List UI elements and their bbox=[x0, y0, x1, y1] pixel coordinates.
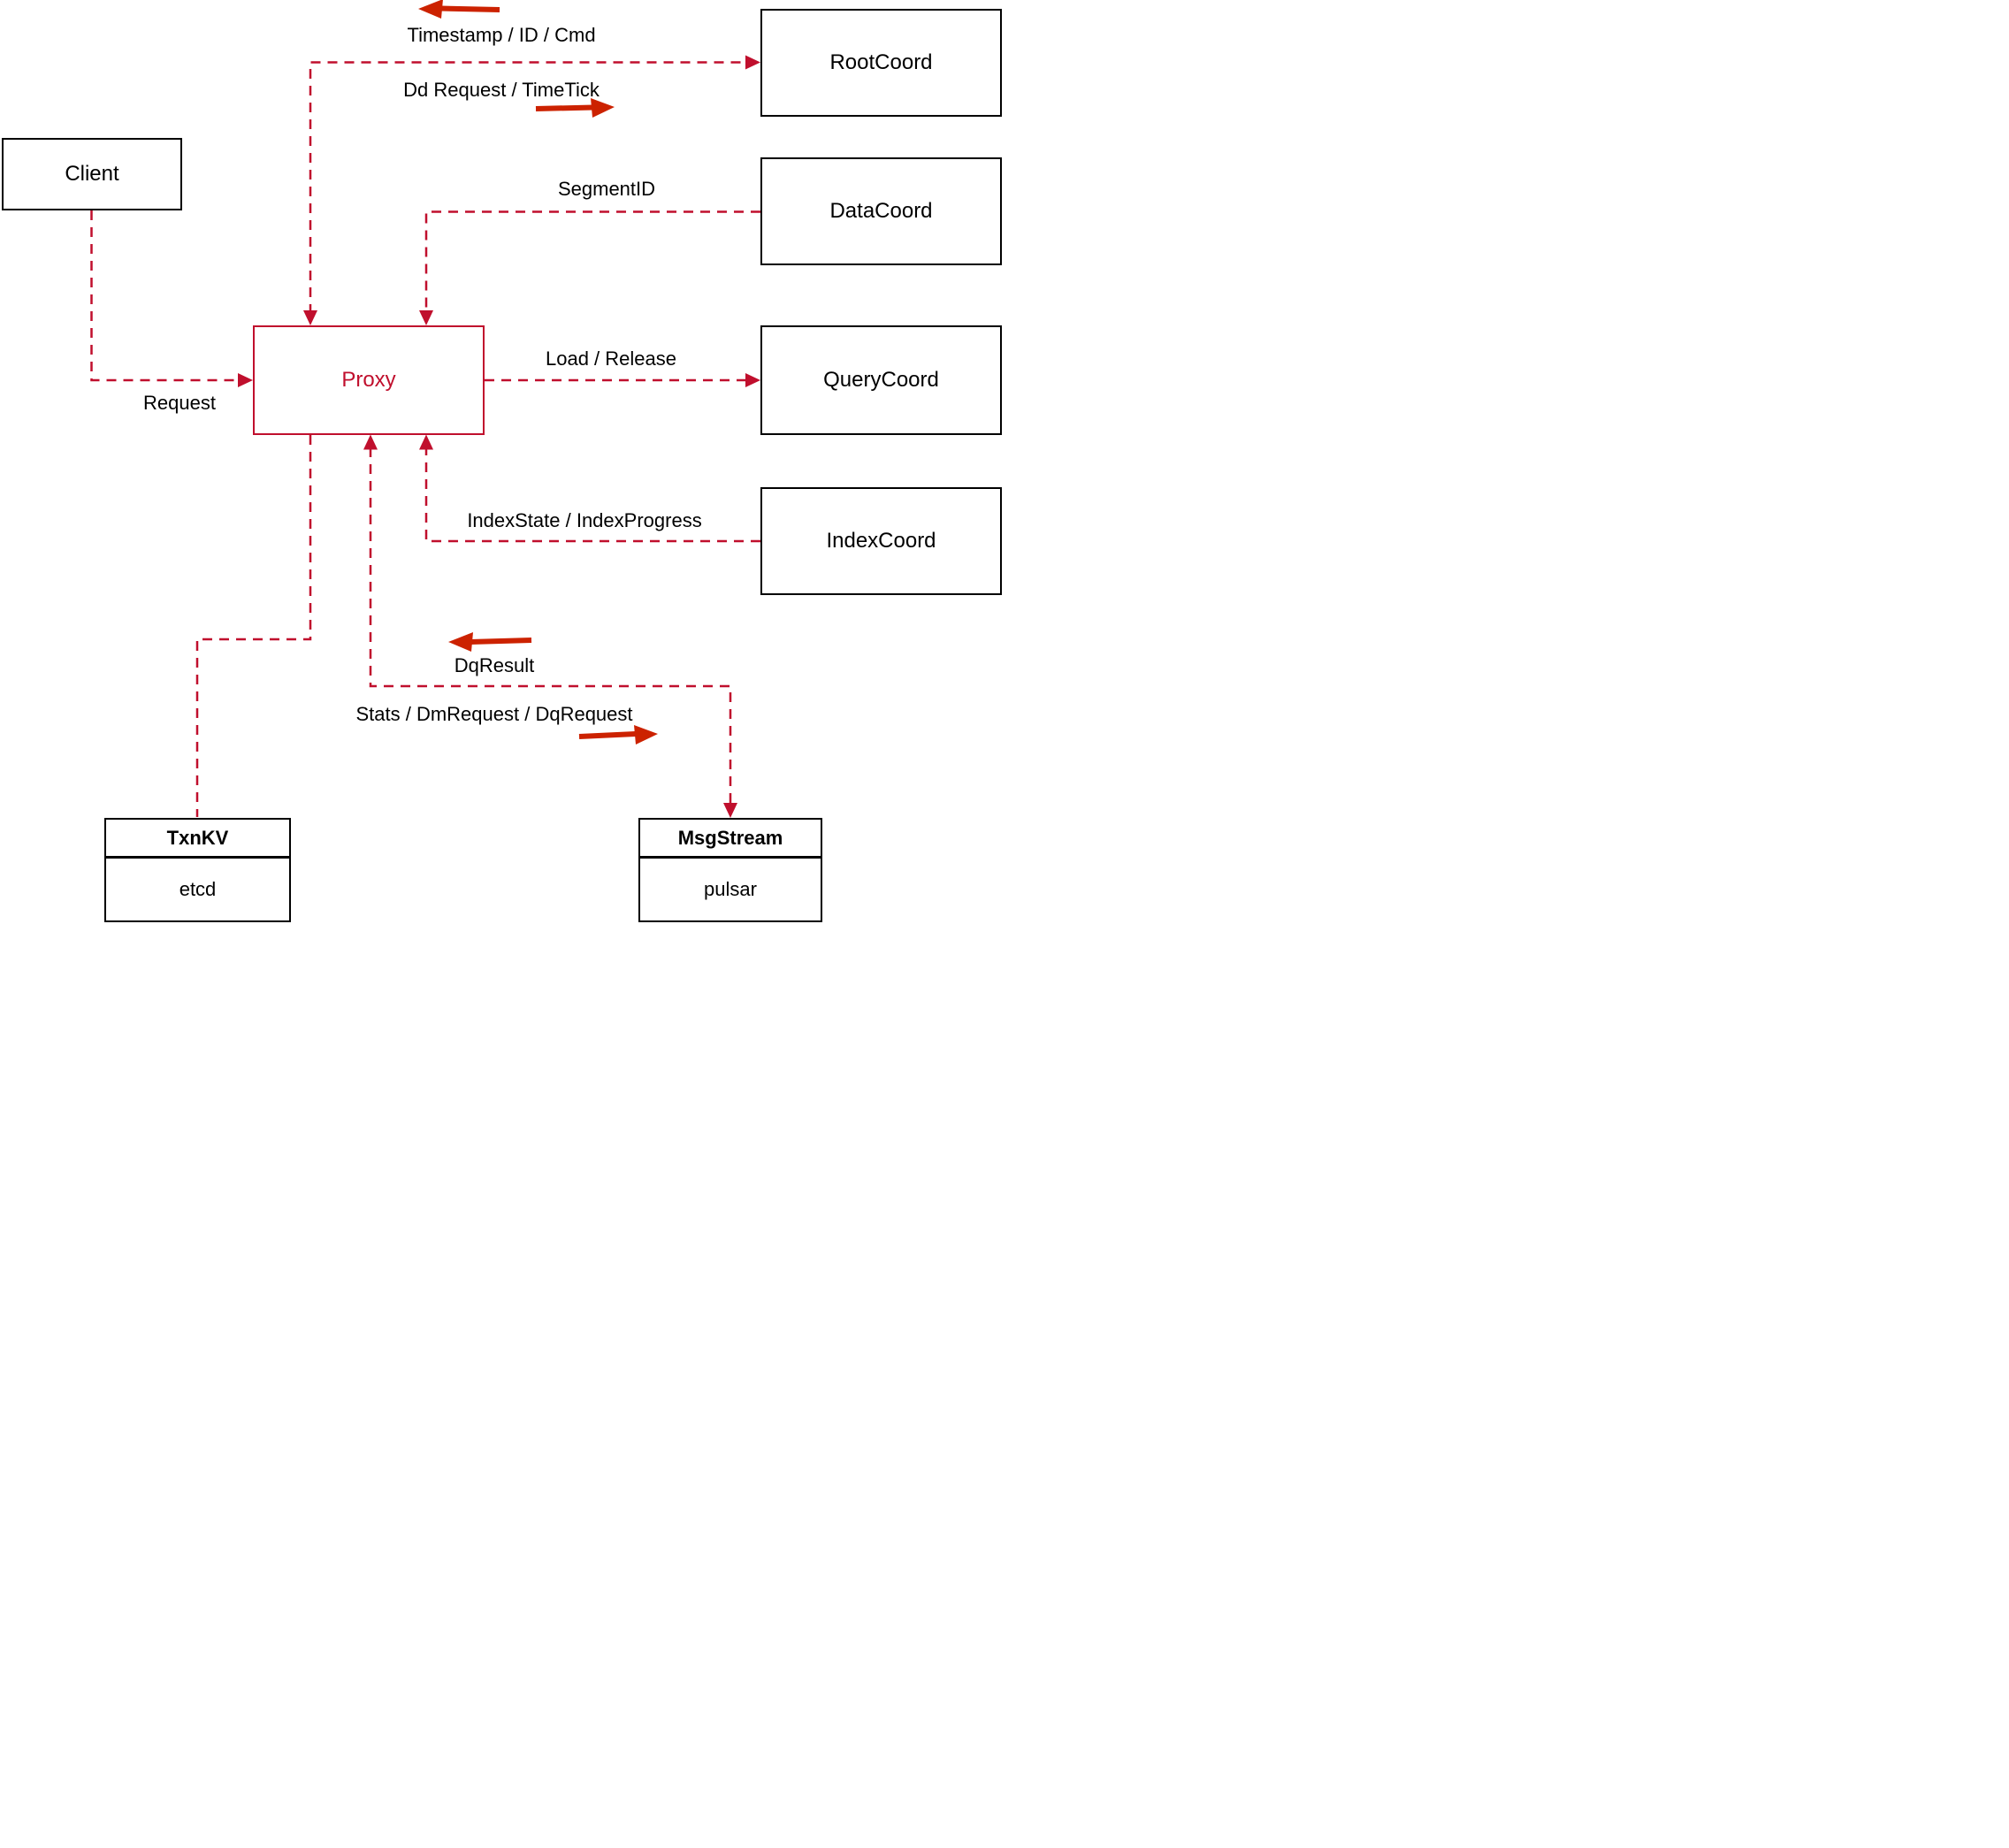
node-client: Client bbox=[2, 138, 182, 210]
edge-label-timestamp-id-cmd: Timestamp / ID / Cmd bbox=[407, 24, 596, 46]
node-proxy: Proxy bbox=[253, 325, 485, 435]
node-rootcoord-label: RootCoord bbox=[829, 50, 933, 74]
edge-client-proxy bbox=[90, 210, 240, 382]
node-datacoord-label: DataCoord bbox=[829, 199, 933, 223]
edge-label-dd-request-timetick: Dd Request / TimeTick bbox=[403, 79, 600, 101]
node-indexcoord-label: IndexCoord bbox=[826, 529, 936, 553]
arrowhead-into-msgstream bbox=[723, 803, 737, 818]
node-msgstream: MsgStream pulsar bbox=[638, 818, 822, 922]
edge-label-load-release: Load / Release bbox=[546, 347, 676, 370]
edge-proxy-msgstream bbox=[369, 447, 732, 805]
node-querycoord-label: QueryCoord bbox=[823, 368, 939, 392]
arrowhead-into-proxy-bottom-mid bbox=[363, 434, 378, 450]
edge-proxy-rootcoord bbox=[309, 61, 747, 314]
edge-label-segmentid: SegmentID bbox=[557, 178, 656, 200]
node-querycoord: QueryCoord bbox=[760, 325, 1002, 435]
node-datacoord: DataCoord bbox=[760, 157, 1002, 265]
direction-arrows bbox=[418, 0, 658, 745]
node-client-label: Client bbox=[65, 162, 119, 186]
arrow-left-dqresult bbox=[448, 632, 532, 652]
node-txnkv: TxnKV etcd bbox=[104, 818, 291, 922]
node-msgstream-title: MsgStream bbox=[640, 820, 821, 859]
arrowhead-into-proxy-top-right bbox=[419, 310, 433, 325]
node-proxy-label: Proxy bbox=[341, 368, 396, 392]
edge-proxy-txnkv bbox=[195, 435, 312, 817]
arrowhead-into-proxy-left bbox=[238, 373, 253, 387]
node-txnkv-title: TxnKV bbox=[106, 820, 289, 859]
edge-label-indexstate: IndexState / IndexProgress bbox=[467, 509, 702, 531]
node-rootcoord: RootCoord bbox=[760, 9, 1002, 117]
edge-datacoord-proxy bbox=[424, 210, 760, 314]
arrowhead-into-proxy-top-left bbox=[303, 310, 317, 325]
node-msgstream-sub: pulsar bbox=[704, 878, 757, 900]
arrow-left-timestamp bbox=[418, 0, 500, 19]
arrowhead-into-proxy-bottom-right bbox=[419, 434, 433, 450]
architecture-diagram: Client Proxy RootCoord DataCoord QueryCo… bbox=[0, 0, 1004, 924]
arrow-right-dd-request bbox=[535, 98, 615, 118]
node-indexcoord: IndexCoord bbox=[760, 487, 1002, 595]
node-txnkv-sub: etcd bbox=[179, 878, 217, 900]
edge-label-stats-dmrequest-dqrequest: Stats / DmRequest / DqRequest bbox=[355, 703, 633, 725]
arrow-right-stats bbox=[578, 725, 658, 745]
edge-label-dqresult: DqResult bbox=[454, 654, 535, 676]
edge-label-request: Request bbox=[143, 392, 216, 414]
arrowhead-into-querycoord bbox=[745, 373, 760, 387]
arrowhead-into-rootcoord bbox=[745, 55, 760, 70]
connector-layer bbox=[90, 0, 760, 818]
